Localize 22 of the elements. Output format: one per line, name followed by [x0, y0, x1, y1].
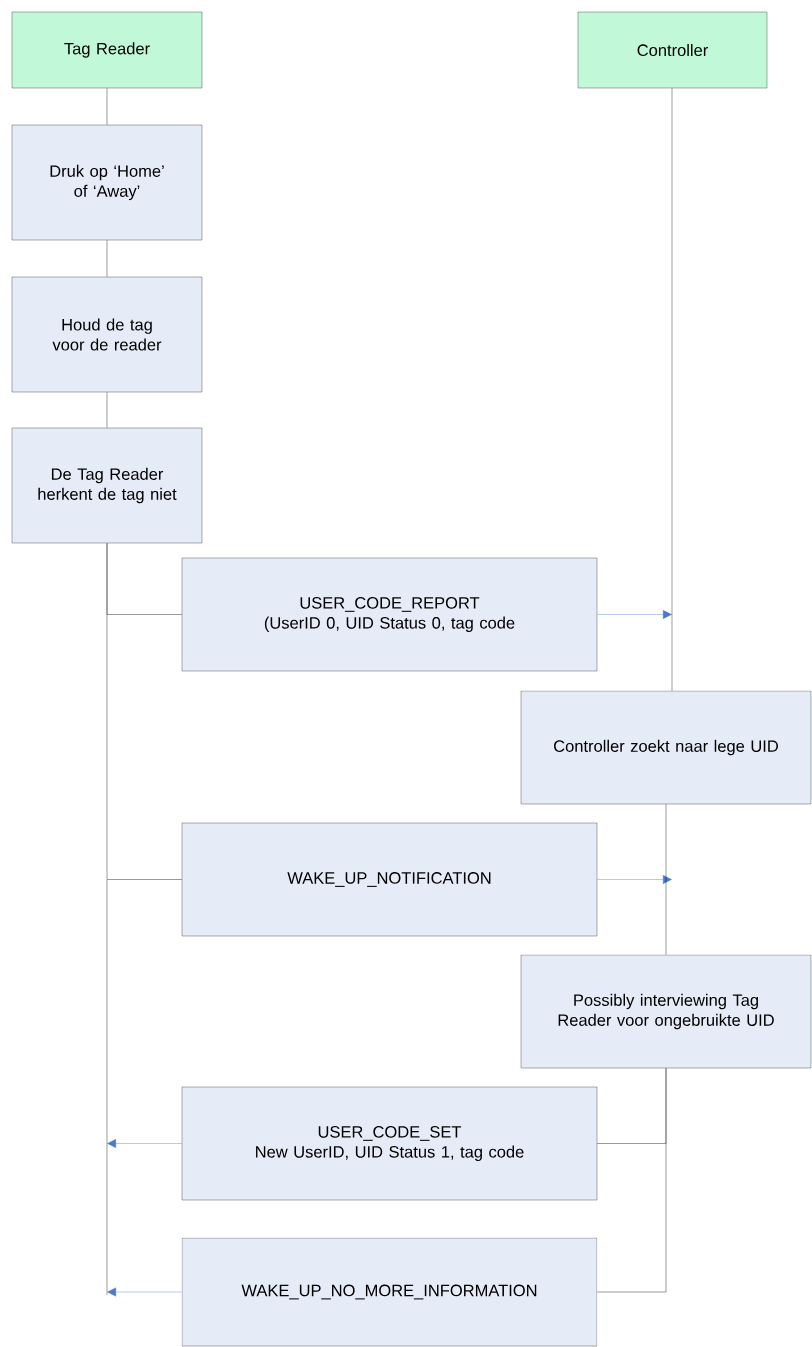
- lifeline: [597, 1068, 667, 1293]
- message-arrow: [107, 1139, 182, 1148]
- lifeline-header-box: Controller: [577, 11, 768, 89]
- lifeline: [106, 88, 108, 125]
- process-box: De Tag Reader herkent de tag niet: [11, 427, 203, 544]
- message-box: USER_CODE_SET New UserID, UID Status 1, tag code: [181, 1086, 598, 1201]
- message-box: USER_CODE_REPORT (UserID 0, UID Status 0, tag code: [181, 557, 598, 672]
- message-arrow: [597, 610, 672, 619]
- message-box: WAKE_UP_NOTIFICATION: [181, 822, 598, 937]
- process-box: Houd de tag voor de reader: [11, 276, 203, 393]
- message-arrow: [107, 1287, 182, 1297]
- lifeline-header-box: Tag Reader: [11, 11, 203, 89]
- process-box: Possibly interviewing Tag Reader voor ongebruikte UID: [520, 954, 812, 1069]
- lifeline: [106, 543, 182, 880]
- lifeline: [106, 392, 108, 428]
- message-box: WAKE_UP_NO_MORE_INFORMATION: [181, 1237, 598, 1347]
- lifeline: [671, 88, 673, 691]
- process-box: Controller zoekt naar lege UID: [520, 690, 812, 805]
- message-arrow: [597, 875, 672, 884]
- lifeline: [106, 240, 108, 277]
- process-box: Druk op ‘Home’ of ‘Away’: [11, 124, 203, 241]
- lifeline: [665, 804, 667, 955]
